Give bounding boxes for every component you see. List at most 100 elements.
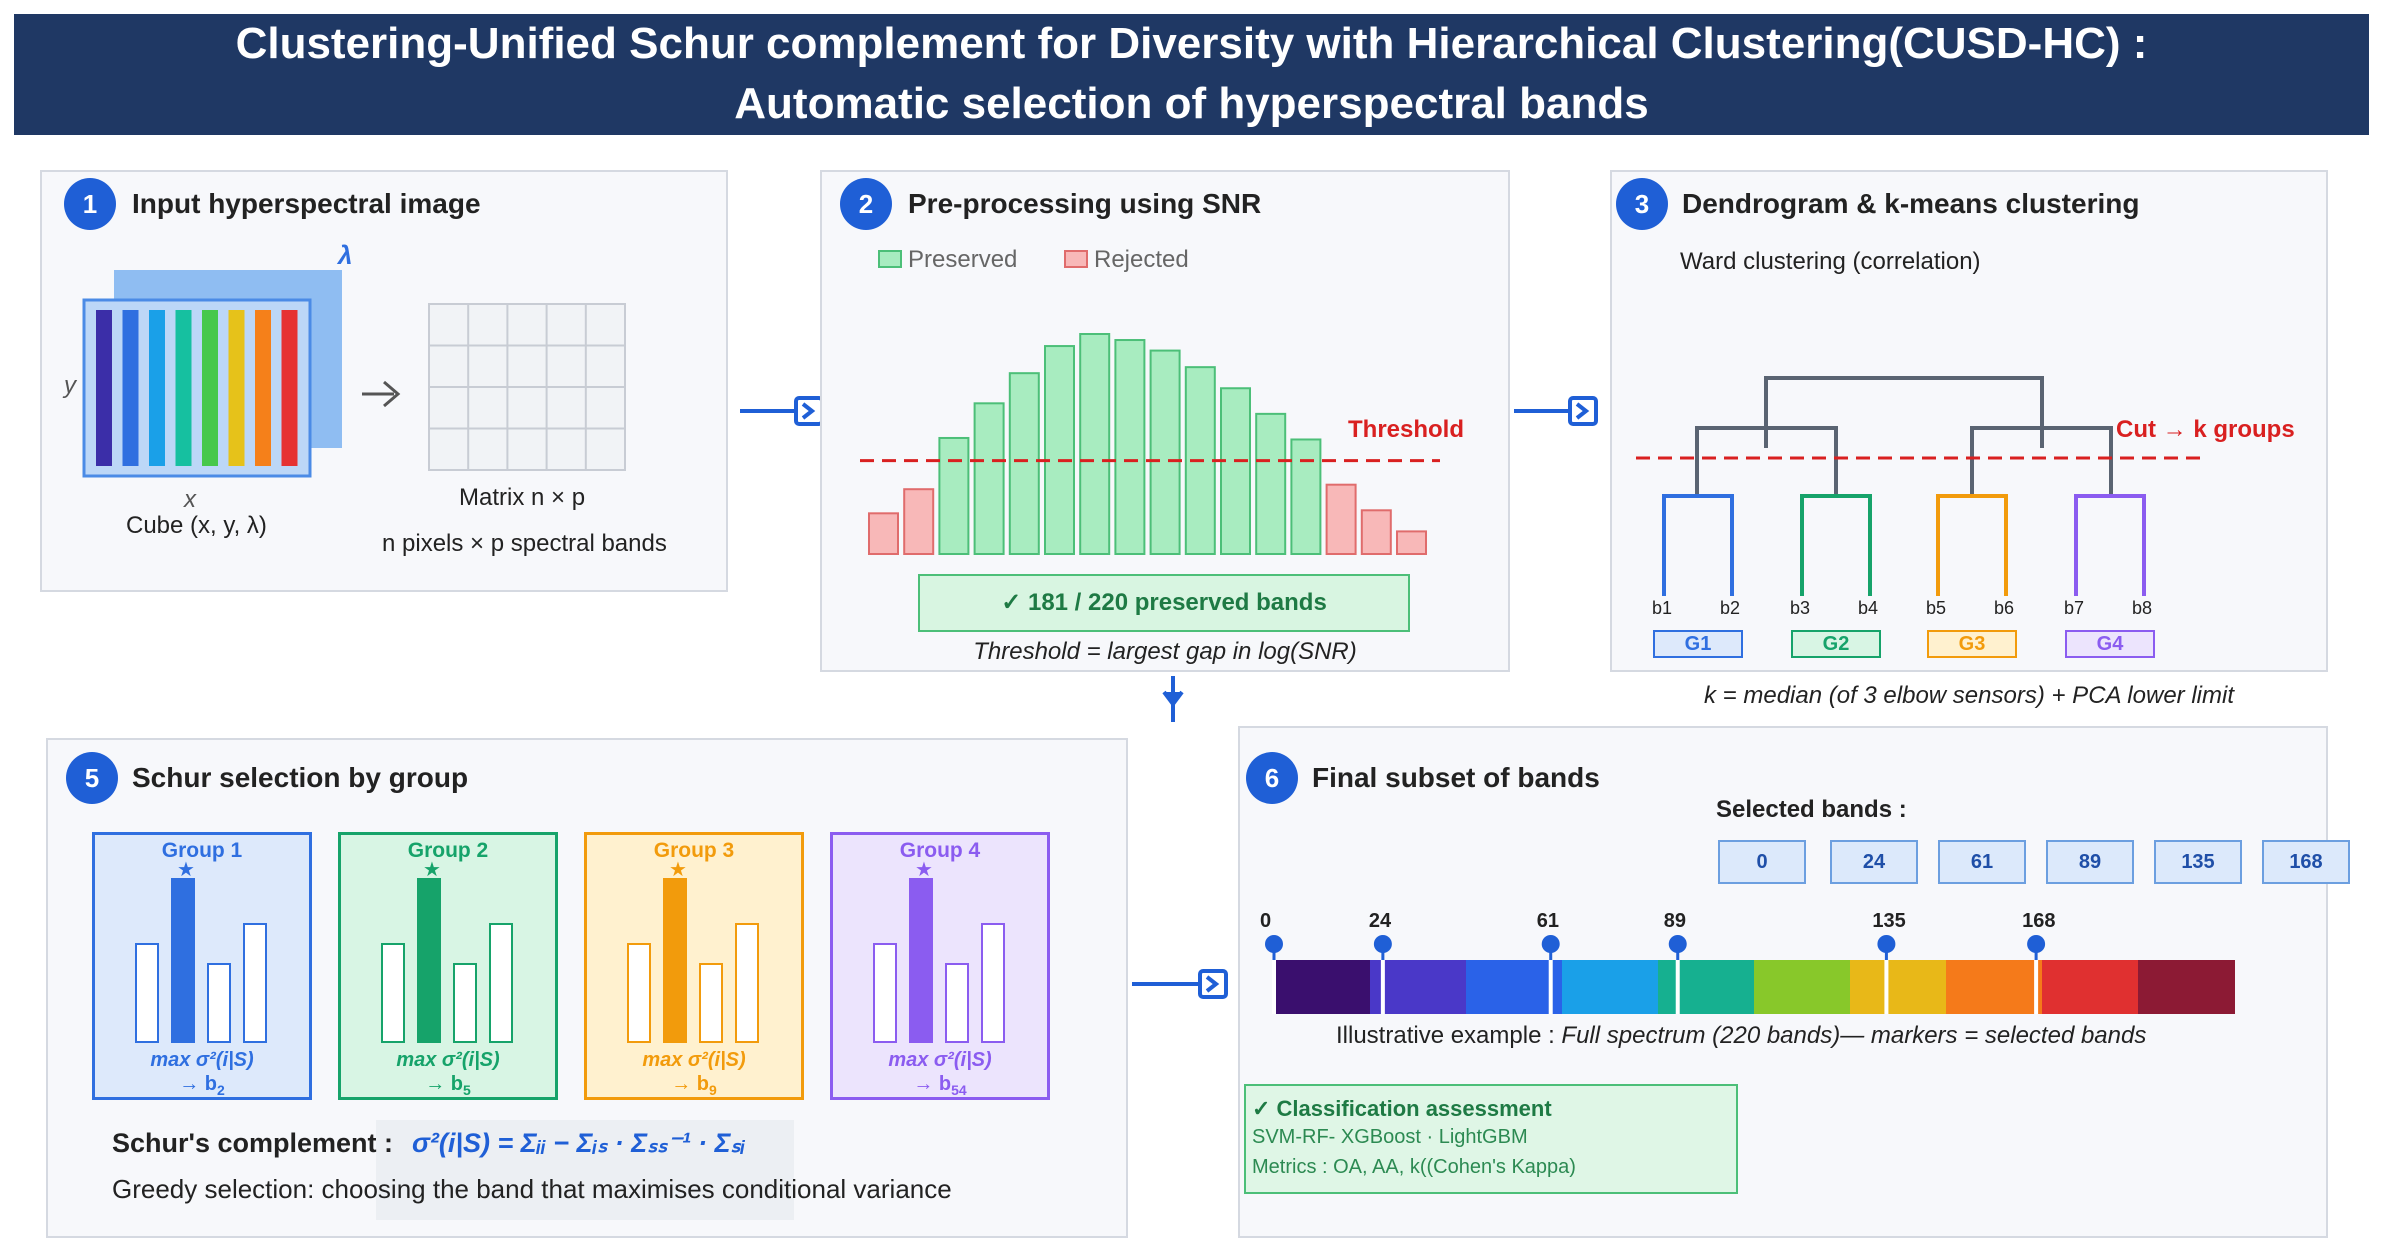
snr-bar-preserved [1008,372,1040,555]
preserved-bands-count: ✓ 181 / 220 preserved bands [1001,589,1327,616]
selected-band-24: 24 [1830,840,1918,884]
panel-5-title: Schur selection by group [132,762,469,793]
step-badge-5: 5 [66,752,118,804]
legend-preserved-label: Preserved [908,246,1018,273]
selected-band-168: 168 [2262,840,2350,884]
band-bar [873,943,897,1043]
group-label-g3: G3 [1927,630,2017,658]
selected-band-0: 0 [1718,840,1806,884]
spectrum-caption-italic: Full spectrum (220 bands)— markers = sel… [1561,1022,2147,1049]
threshold-label: Threshold [1348,416,1465,443]
metrics-list: Metrics : OA, AA, k((Cohen's Kappa) [1252,1156,1576,1178]
band-bar [243,923,267,1043]
schur-group-formula: max σ²(i|S) [396,1049,500,1071]
arrow-2-down [1162,676,1184,722]
schur-group-title: Group 3 [653,839,735,862]
cluster-g1-branch [1662,494,1734,596]
schur-group-3: Group 3★max σ²(i|S)→ b9 [584,832,804,1100]
spectrum-caption: Illustrative example : Full spectrum (22… [1336,1022,2146,1050]
band-bar [207,963,231,1043]
schur-group-4: Group 4★max σ²(i|S)→ b54 [830,832,1050,1100]
selected-bands-label: Selected bands : [1716,796,1907,823]
group-label-g1: G1 [1653,630,1743,658]
group-label-g4: G4 [2065,630,2155,658]
leaf-label-b2: b2 [1720,598,1741,618]
band-marker-dot [1877,935,1896,953]
legend-rejected-label: Rejected [1094,246,1189,273]
marker-label-168: 168 [2022,910,2056,932]
spectrum-segment [1274,960,1371,1014]
spectrum-segment [1370,960,1467,1014]
spectrum-segment [1850,960,1947,1014]
step-badge-3: 3 [1616,178,1668,230]
threshold-caption: Threshold = largest gap in log(SNR) [973,638,1357,665]
step-badge-1: 1 [64,178,116,230]
cube-band-stripe [255,310,271,466]
panel-2-title: Pre-processing using SNR [908,188,1262,219]
schur-group-result: → b5 [425,1073,471,1098]
title-line-2: Automatic selection of hyperspectral ban… [734,79,1649,128]
snr-bar-preserved [1220,387,1251,555]
classification-box [1244,1084,1738,1194]
best-band-star-icon: ★ [177,859,195,881]
band-marker-dot [1265,935,1283,953]
best-band-star-icon: ★ [915,859,933,881]
schur-group-formula: max σ²(i|S) [642,1049,746,1071]
legend-rejected-swatch [1064,250,1088,268]
cube-band-stripe [122,310,139,466]
panel-dendrogram [1610,170,2328,672]
cube-band-stripe [228,310,245,466]
marker-label-135: 135 [1872,910,1906,932]
arrow-5-to-6 [1132,969,1228,999]
band-marker-dot [2027,935,2046,953]
y-axis-label: y [64,372,76,399]
selected-band-89: 89 [2046,840,2134,884]
schur-group-title: Group 1 [161,839,243,862]
cut-label: Cut → k groups [2116,416,2295,443]
band-bar [945,963,969,1043]
arrow-2-to-3 [1514,396,1598,426]
title-banner: Clustering-Unified Schur complement for … [14,14,2369,135]
leaf-label-b3: b3 [1790,598,1811,618]
spectrum-segment [2042,960,2139,1014]
ward-subtitle: Ward clustering (correlation) [1680,248,1981,275]
leaf-label-b4: b4 [1858,598,1879,618]
dendrogram-upper-branches [1695,376,2113,496]
cube-band-stripe [202,310,218,466]
band-bar [627,943,651,1043]
cube-front-face [82,298,312,478]
schur-group-result: → b9 [671,1073,717,1098]
spectrum-segment [1466,960,1563,1014]
cluster-g3-branch [1936,494,2008,596]
legend-preserved-swatch [878,250,902,268]
step-badge-6: 6 [1246,752,1298,804]
classifiers-list: SVM-RF- XGBoost · LightGBM [1252,1126,1528,1148]
schur-complement-label: Schur's complement : [112,1128,393,1158]
snr-bar-preserved [1079,333,1111,555]
cube-band-stripe [175,310,192,466]
snr-bar-rejected [868,512,899,555]
selected-band-61: 61 [1938,840,2026,884]
cube-band-stripe [281,310,298,466]
marker-label-0: 0 [1260,910,1272,932]
leaf-label-b1: b1 [1652,598,1673,618]
schur-group-title: Group 4 [899,839,981,862]
cluster-g4-branch [2074,494,2146,596]
matrix-caption: Matrix n × p [459,484,586,511]
cube-band-stripe [96,310,112,466]
snr-bar-rejected [903,488,935,555]
cube-band-stripe [149,310,165,466]
best-band-star-icon: ★ [423,859,441,881]
spectrum-caption-lead: Illustrative example : [1336,1022,1562,1049]
band-bar [489,923,513,1043]
marker-label-24: 24 [1368,910,1392,932]
band-marker-dot [1373,935,1392,953]
step-badge-2: 2 [840,178,892,230]
snr-bar-preserved [1290,438,1322,556]
band-bar [381,943,405,1043]
schur-group-2: Group 2★max σ²(i|S)→ b5 [338,832,558,1100]
